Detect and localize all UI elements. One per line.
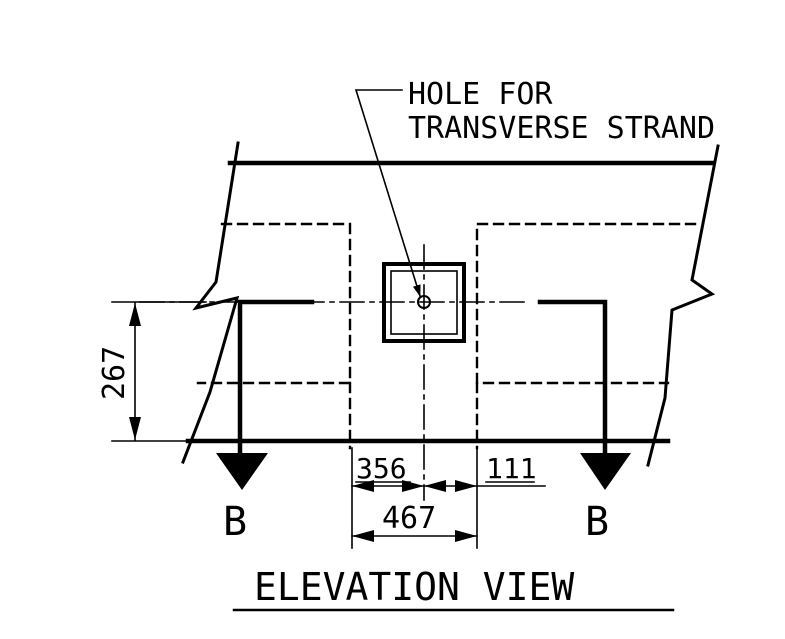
view-title-group: ELEVATION VIEW (232, 565, 675, 612)
note-line-2: TRANSVERSE STRAND (408, 111, 715, 146)
strand-hole (382, 262, 466, 343)
right-break-line (646, 144, 720, 467)
section-cut-marks: B B (216, 299, 631, 545)
hidden-lines (196, 222, 697, 450)
hole-note: HOLE FOR TRANSVERSE STRAND (354, 77, 715, 298)
vdim-arrow-bottom (129, 417, 141, 440)
hdim-111-arrow-right (455, 480, 477, 492)
left-section-arrow (216, 453, 268, 490)
hdim-356-arrow-right (402, 480, 424, 492)
right-section-arrow (580, 453, 631, 490)
left-section-label: B (223, 499, 247, 545)
right-section-line (537, 299, 608, 458)
left-pocket-hidden (196, 222, 352, 385)
strand-hole-circle (417, 295, 431, 309)
dimension-111-label: 111 (486, 452, 537, 485)
view-title: ELEVATION VIEW (254, 565, 574, 609)
right-pocket-hidden (475, 222, 697, 385)
left-break-line (181, 141, 240, 464)
centerlines (139, 244, 531, 501)
hdim-467-arrow-left (352, 530, 374, 542)
note-leader-line (354, 89, 422, 298)
hole-box-inner (390, 270, 458, 335)
vertical-dimension-label: 267 (97, 346, 132, 400)
hdim-356-arrow-left (352, 480, 374, 492)
dimension-356-label: 356 (356, 452, 407, 485)
dimension-467-label: 467 (382, 501, 436, 536)
hdim-111-arrow-left (424, 480, 446, 492)
hdim-467-arrow-right (455, 530, 477, 542)
left-section-line (237, 299, 315, 458)
right-section-label: B (585, 499, 609, 545)
vertical-dimension: 267 (97, 301, 207, 442)
hole-box-outer (382, 262, 466, 343)
beam-outline (181, 141, 720, 467)
vdim-arrow-top (129, 303, 141, 326)
horizontal-dimensions: 356 111 467 (351, 447, 546, 549)
note-line-1: HOLE FOR (408, 77, 553, 112)
